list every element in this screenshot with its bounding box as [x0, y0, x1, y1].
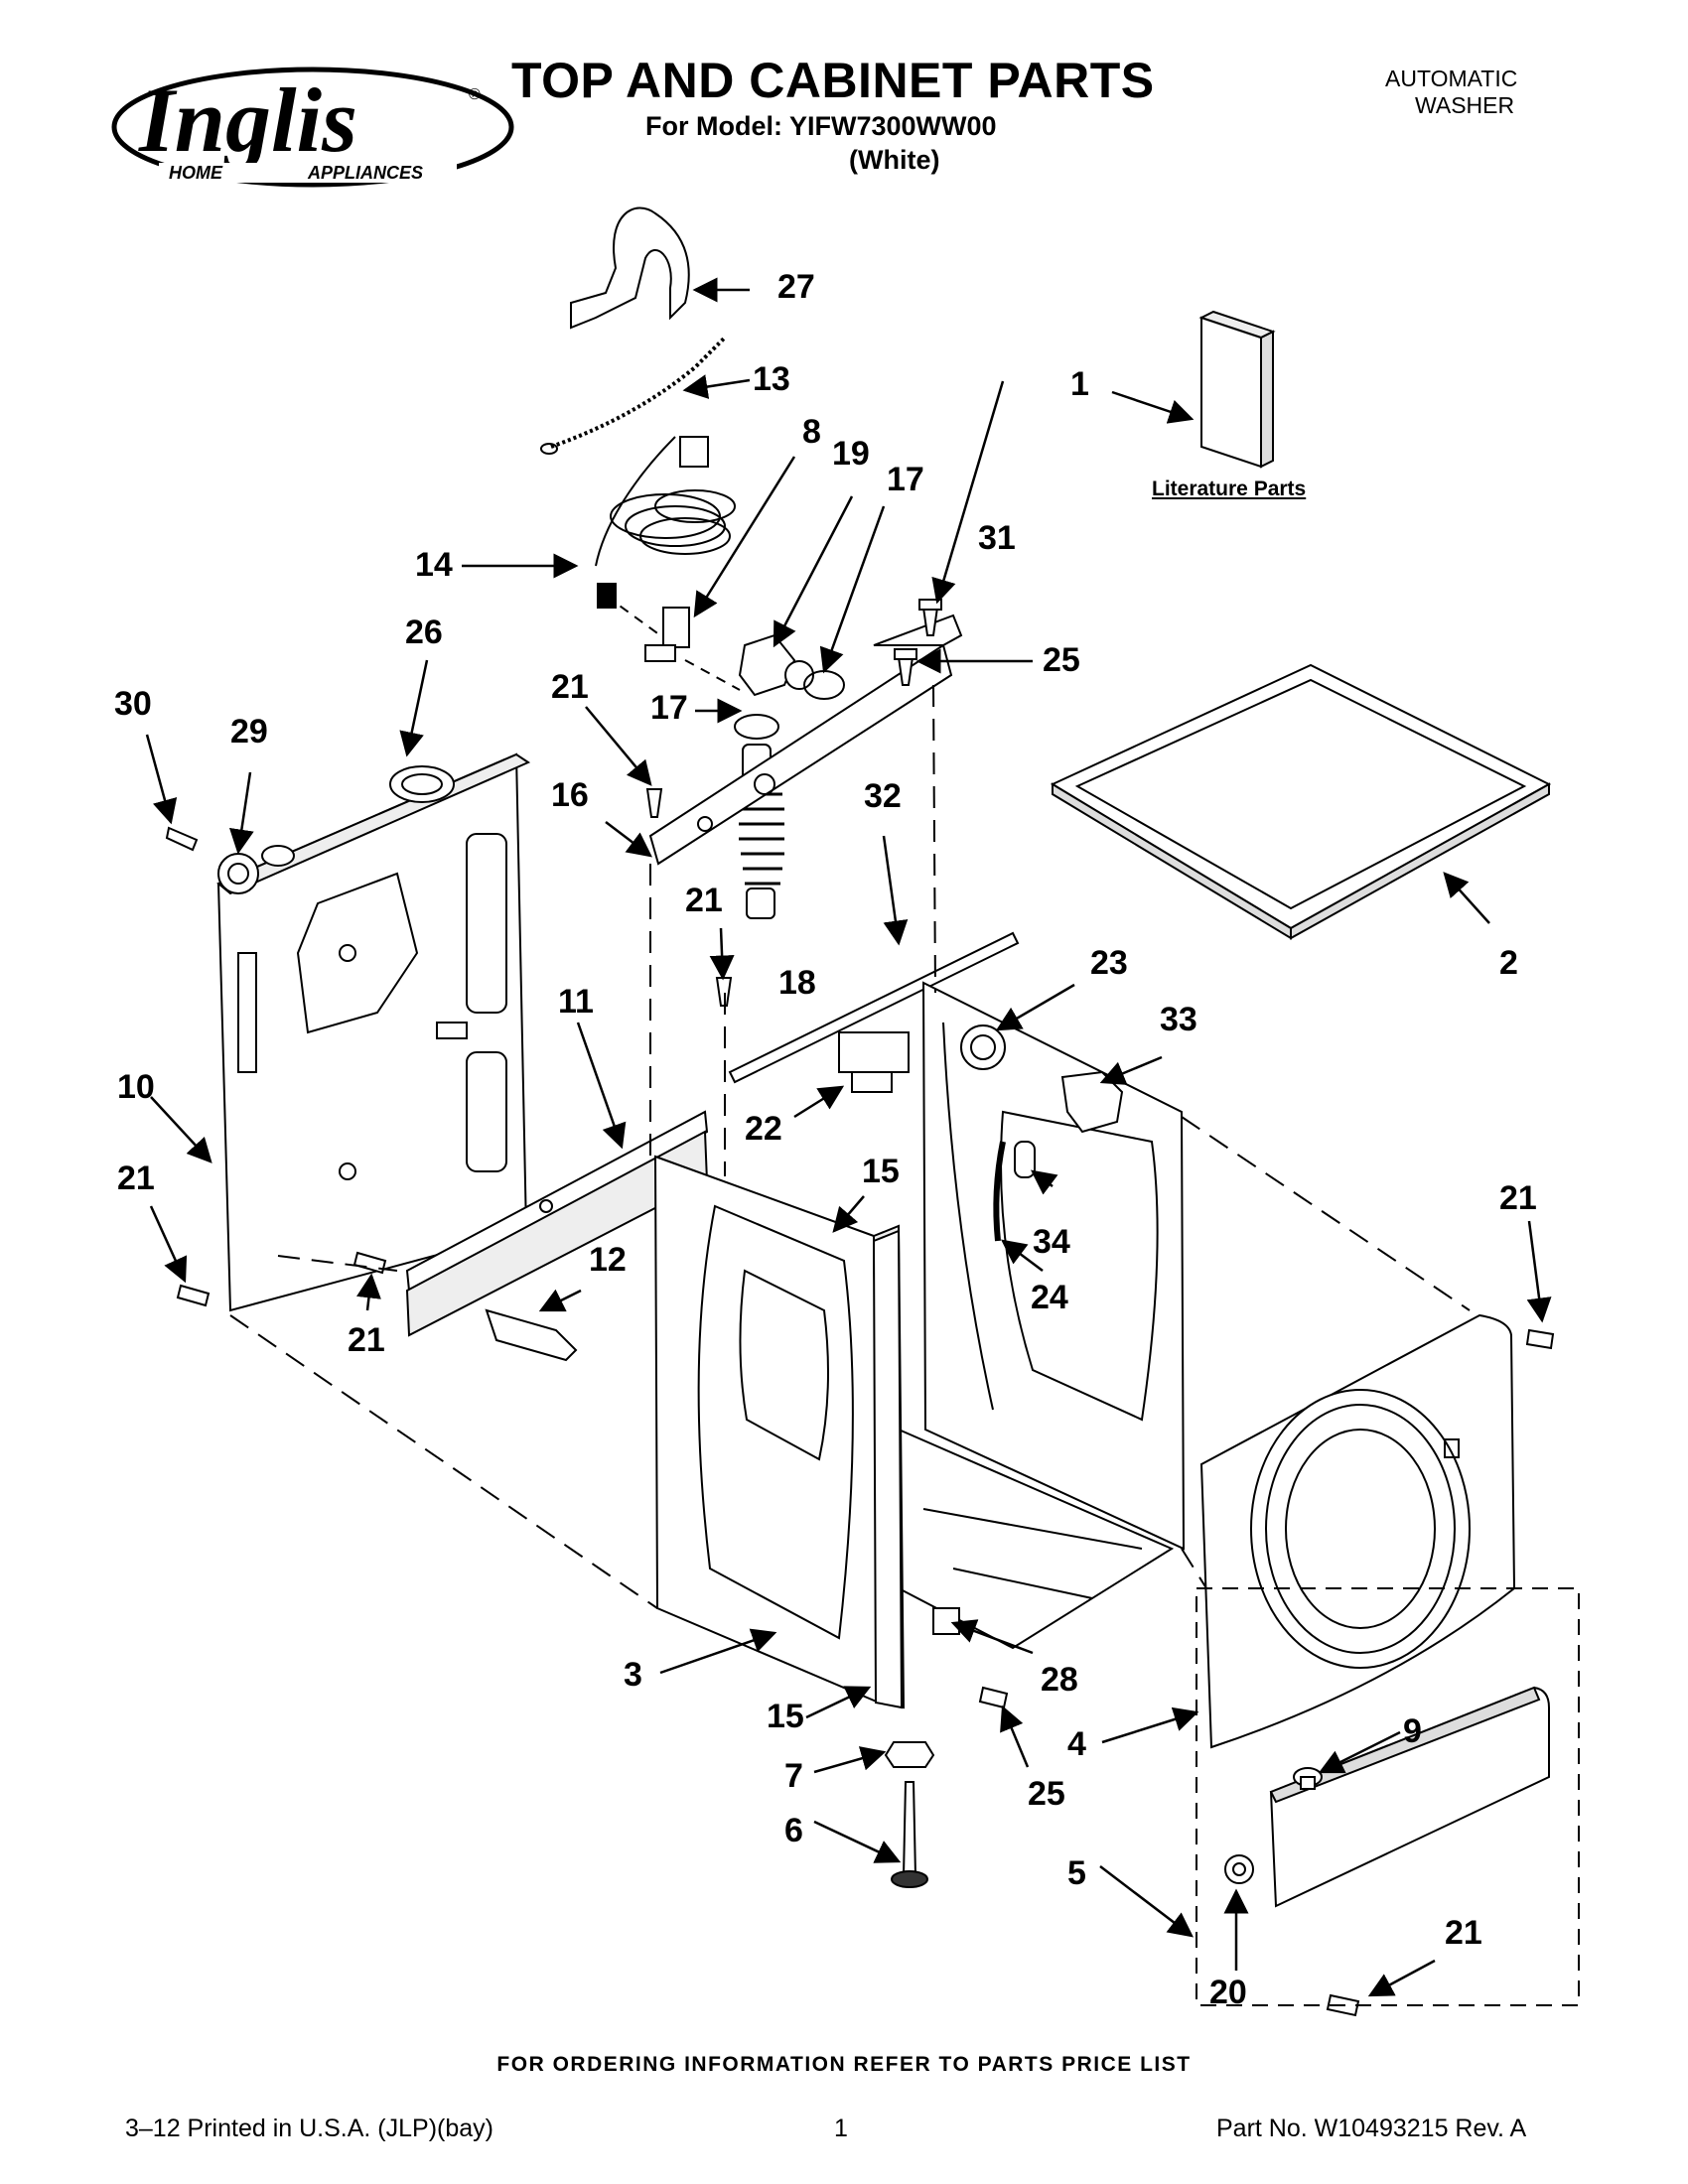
inlet-elbow [684, 633, 814, 697]
front-panel [1199, 1313, 1516, 1749]
top-seal [728, 931, 1020, 1084]
screw [165, 826, 199, 852]
callout-7: 7 [784, 1757, 803, 1795]
cabinet-clip [932, 1607, 960, 1635]
logo-tagline-left: HOME [169, 163, 223, 183]
callout-27: 27 [777, 268, 815, 306]
callout-14: 14 [415, 546, 453, 584]
callout-17b: 17 [650, 689, 688, 727]
cabinet-frame [898, 981, 1186, 1650]
logo-tagline-right: APPLIANCES [307, 163, 423, 183]
callout-1: 1 [1070, 365, 1089, 403]
top-panel [1050, 663, 1552, 940]
callout-9: 9 [1403, 1712, 1422, 1750]
callout-22: 22 [745, 1110, 782, 1148]
power-cord [595, 436, 736, 609]
callout-16: 16 [551, 776, 589, 814]
callout-32: 32 [864, 777, 902, 815]
callout-17: 17 [887, 461, 924, 498]
drain-hose [993, 1141, 1006, 1242]
inglis-logo: Inglis ® HOME APPLIANCES [111, 67, 514, 188]
toe-panel-group [1196, 1587, 1580, 2006]
service-cover [389, 765, 455, 803]
support-rail [405, 1110, 709, 1337]
callout-19: 19 [832, 435, 870, 473]
callout-21f: 21 [1445, 1914, 1482, 1952]
callout-21b: 21 [685, 882, 723, 919]
toe-panel [1269, 1686, 1550, 1908]
callout-26: 26 [405, 614, 443, 651]
corner-brace [872, 1229, 904, 1709]
product-type-line2: WASHER [1415, 92, 1515, 118]
screw [978, 1686, 1009, 1709]
svg-text:®: ® [469, 86, 481, 103]
leveling-foot [891, 1781, 928, 1888]
literature-booklet [1198, 310, 1276, 469]
callout-15b: 15 [767, 1698, 804, 1735]
screw [918, 599, 942, 636]
print-info: 3–12 Printed in U.S.A. (JLP)(bay) [125, 2115, 493, 2142]
rear-hose-hanger [217, 845, 295, 894]
callout-25b: 25 [1028, 1775, 1065, 1813]
left-side-panel [653, 1155, 906, 1709]
callout-18: 18 [778, 964, 816, 1002]
callout-8: 8 [802, 413, 821, 451]
page-number: 1 [834, 2115, 848, 2142]
cable-tie [540, 336, 727, 455]
callout-23: 23 [1090, 944, 1128, 982]
lid-switch-bracket [485, 1308, 578, 1362]
callout-28: 28 [1041, 1661, 1078, 1699]
callout-20: 20 [1209, 1974, 1247, 2011]
strain-relief [605, 595, 690, 662]
callout-2: 2 [1499, 944, 1518, 982]
ordering-info: FOR ORDERING INFORMATION REFER TO PARTS … [496, 2053, 1192, 2076]
screw [176, 1284, 211, 1307]
model-number: For Model: YIFW7300WW00 [645, 111, 997, 141]
door-lock [960, 1024, 1006, 1070]
callout-4: 4 [1067, 1725, 1086, 1763]
rear-top-bracket [648, 614, 963, 866]
callout-29: 29 [230, 713, 268, 751]
callout-24: 24 [1031, 1279, 1068, 1316]
part-number: Part No. W10493215 Rev. A [1216, 2115, 1527, 2142]
callout-34: 34 [1033, 1223, 1070, 1261]
screw [352, 1251, 387, 1275]
callout-15: 15 [862, 1153, 900, 1190]
callout-30: 30 [114, 685, 152, 723]
literature-parts-label: Literature Parts [1152, 478, 1307, 500]
callout-3: 3 [624, 1656, 642, 1694]
callout-21: 21 [551, 668, 589, 706]
callout-31: 31 [978, 519, 1016, 557]
callout-21d: 21 [348, 1321, 385, 1359]
callout-11: 11 [558, 983, 594, 1021]
product-type-line1: AUTOMATIC [1385, 66, 1518, 91]
screw [645, 788, 663, 818]
callout-6: 6 [784, 1812, 803, 1849]
lock-nut [884, 1741, 935, 1768]
hose-clamp [734, 714, 779, 740]
hose-bracket [570, 206, 690, 330]
page-title: TOP AND CABINET PARTS [511, 53, 1155, 108]
callout-5: 5 [1067, 1854, 1086, 1892]
logo-wordmark: Inglis [138, 69, 357, 171]
door-switch [838, 1031, 910, 1093]
callout-25: 25 [1043, 641, 1080, 679]
cap [1014, 1141, 1036, 1178]
callout-12: 12 [589, 1241, 627, 1279]
callout-13: 13 [753, 360, 790, 398]
plug [1224, 1854, 1254, 1884]
callout-10: 10 [117, 1068, 155, 1106]
screw [1525, 1328, 1555, 1350]
callout-21c: 21 [117, 1160, 155, 1197]
clip [1293, 1767, 1323, 1790]
model-color: (White) [849, 145, 940, 175]
callout-33: 33 [1160, 1001, 1197, 1038]
callout-21e: 21 [1499, 1179, 1537, 1217]
rear-panel [216, 752, 531, 1312]
